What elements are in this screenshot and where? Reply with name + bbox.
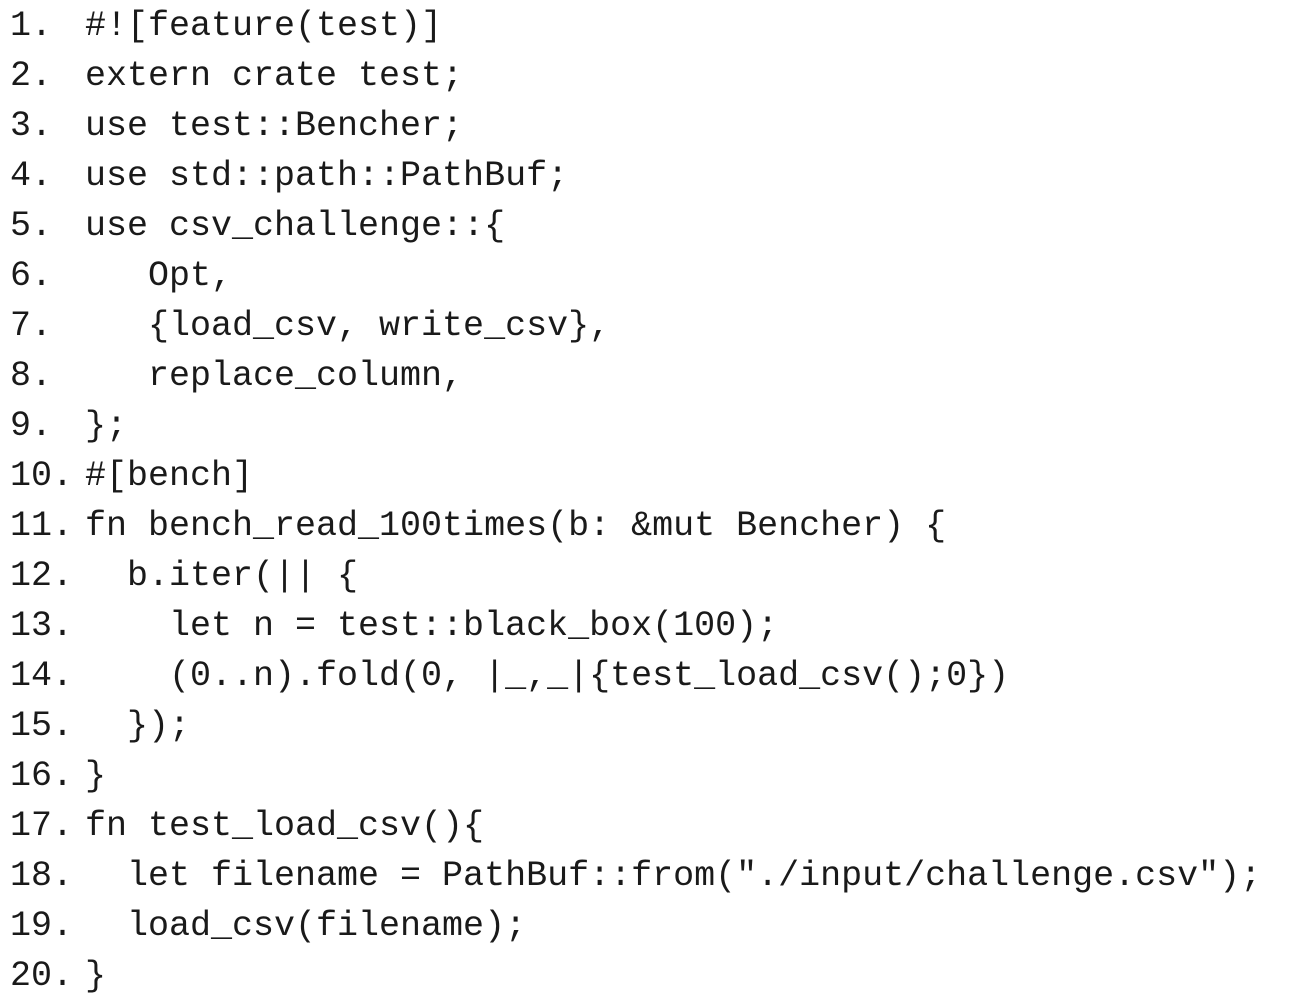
code-line: 17. fn test_load_csv(){ bbox=[10, 801, 1306, 851]
line-number: 10. bbox=[10, 456, 74, 496]
code-line: 11. fn bench_read_100times(b: &mut Benche… bbox=[10, 501, 1306, 551]
line-code: Opt, bbox=[85, 256, 233, 296]
line-code: extern crate test; bbox=[85, 56, 464, 96]
line-number: 15. bbox=[10, 706, 74, 746]
line-code: use csv_challenge::{ bbox=[85, 206, 506, 246]
line-number: 13. bbox=[10, 606, 74, 646]
code-line: 13. let n = test::black_box(100); bbox=[10, 601, 1306, 651]
line-number: 17. bbox=[10, 806, 74, 846]
line-number: 12. bbox=[10, 556, 74, 596]
code-line: 2. extern crate test; bbox=[10, 51, 1306, 101]
line-code: #![feature(test)] bbox=[85, 6, 443, 46]
line-code: use std::path::PathBuf; bbox=[85, 156, 569, 196]
line-number: 5. bbox=[10, 206, 53, 246]
line-number: 19. bbox=[10, 906, 74, 946]
line-code: #[bench] bbox=[85, 456, 254, 496]
line-number: 18. bbox=[10, 856, 74, 896]
line-number: 2. bbox=[10, 56, 53, 96]
line-code: fn test_load_csv(){ bbox=[85, 806, 485, 846]
code-line: 19. load_csv(filename); bbox=[10, 901, 1306, 951]
code-line: 4. use std::path::PathBuf; bbox=[10, 151, 1306, 201]
line-code: b.iter(|| { bbox=[85, 556, 359, 596]
line-code: use test::Bencher; bbox=[85, 106, 464, 146]
line-number: 11. bbox=[10, 506, 74, 546]
code-line: 1. #![feature(test)] bbox=[10, 1, 1306, 51]
code-line: 10. #[bench] bbox=[10, 451, 1306, 501]
code-line: 20.} bbox=[10, 951, 1306, 1001]
line-number: 1. bbox=[10, 6, 53, 46]
code-line: 18. let filename = PathBuf::from("./inpu… bbox=[10, 851, 1306, 901]
line-code: fn bench_read_100times(b: &mut Bencher) … bbox=[85, 506, 947, 546]
line-code: } bbox=[85, 756, 107, 796]
code-line: 12. b.iter(|| { bbox=[10, 551, 1306, 601]
line-code: } bbox=[85, 956, 107, 996]
line-number: 16. bbox=[10, 756, 74, 796]
line-code: {load_csv, write_csv}, bbox=[85, 306, 611, 346]
line-number: 9. bbox=[10, 406, 53, 446]
code-line: 7. {load_csv, write_csv}, bbox=[10, 301, 1306, 351]
line-number: 3. bbox=[10, 106, 53, 146]
line-code: }); bbox=[85, 706, 191, 746]
line-number: 6. bbox=[10, 256, 53, 296]
code-line: 16.} bbox=[10, 751, 1306, 801]
line-code: load_csv(filename); bbox=[85, 906, 527, 946]
code-line: 8. replace_column, bbox=[10, 351, 1306, 401]
line-number: 4. bbox=[10, 156, 53, 196]
line-code: let filename = PathBuf::from("./input/ch… bbox=[85, 856, 1262, 896]
code-line: 14. (0..n).fold(0, |_,_|{test_load_csv()… bbox=[10, 651, 1306, 701]
line-number: 14. bbox=[10, 656, 74, 696]
code-line: 3. use test::Bencher; bbox=[10, 101, 1306, 151]
line-code: (0..n).fold(0, |_,_|{test_load_csv();0}) bbox=[85, 656, 1010, 696]
line-code: replace_column, bbox=[85, 356, 464, 396]
code-line: 9.}; bbox=[10, 401, 1306, 451]
line-number: 20. bbox=[10, 956, 74, 996]
code-line: 15. }); bbox=[10, 701, 1306, 751]
code-line: 6. Opt, bbox=[10, 251, 1306, 301]
line-code: let n = test::black_box(100); bbox=[85, 606, 779, 646]
line-number: 7. bbox=[10, 306, 53, 346]
line-number: 8. bbox=[10, 356, 53, 396]
line-code: }; bbox=[85, 406, 128, 446]
code-line: 5. use csv_challenge::{ bbox=[10, 201, 1306, 251]
